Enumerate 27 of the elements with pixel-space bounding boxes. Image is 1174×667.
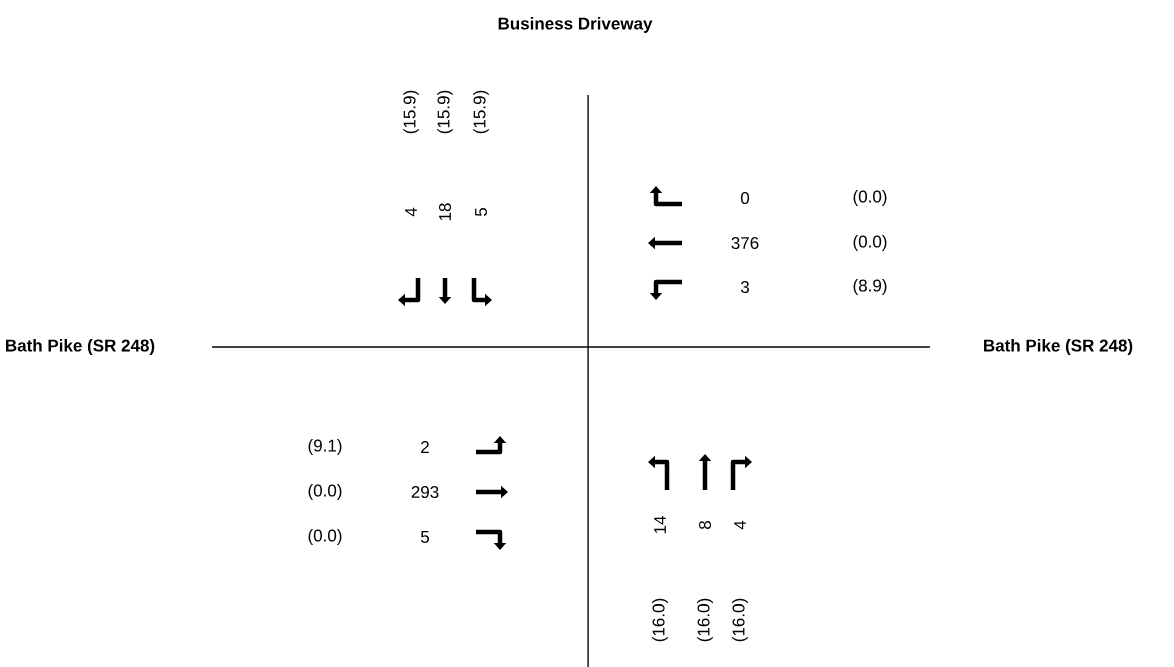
traffic-volume: 14 xyxy=(654,516,666,534)
traffic-volume: 5 xyxy=(420,531,429,543)
traffic-volume: 0 xyxy=(740,192,750,205)
traffic-volume: 18 xyxy=(439,203,452,221)
road-name: Bath Pike (SR 248) xyxy=(6,339,155,355)
traffic-volume: 4 xyxy=(405,207,417,217)
road-name: Business Driveway xyxy=(498,17,653,33)
delay-value: (0.0) xyxy=(308,529,342,545)
traffic-volume: 4 xyxy=(734,520,746,530)
traffic-volume: 5 xyxy=(475,208,487,217)
delay-value: (0.0) xyxy=(853,190,887,206)
delay-value: (0.0) xyxy=(853,235,887,251)
traffic-volume: 8 xyxy=(699,521,712,529)
delay-value: (15.9) xyxy=(403,90,419,134)
traffic-volume: 293 xyxy=(411,486,439,499)
traffic-volume: 2 xyxy=(421,441,429,453)
road-name: Bath Pike (SR 248) xyxy=(984,339,1133,355)
delay-value: (15.9) xyxy=(437,90,453,134)
traffic-volume: 376 xyxy=(731,237,759,250)
delay-value: (8.9) xyxy=(853,279,887,295)
delay-value: (0.0) xyxy=(308,484,342,500)
delay-value: (16.0) xyxy=(697,598,713,642)
delay-value: (16.0) xyxy=(732,598,748,642)
delay-value: (9.1) xyxy=(308,439,342,455)
traffic-volume: 3 xyxy=(740,281,749,294)
delay-value: (16.0) xyxy=(652,598,668,642)
delay-value: (15.9) xyxy=(473,90,489,134)
